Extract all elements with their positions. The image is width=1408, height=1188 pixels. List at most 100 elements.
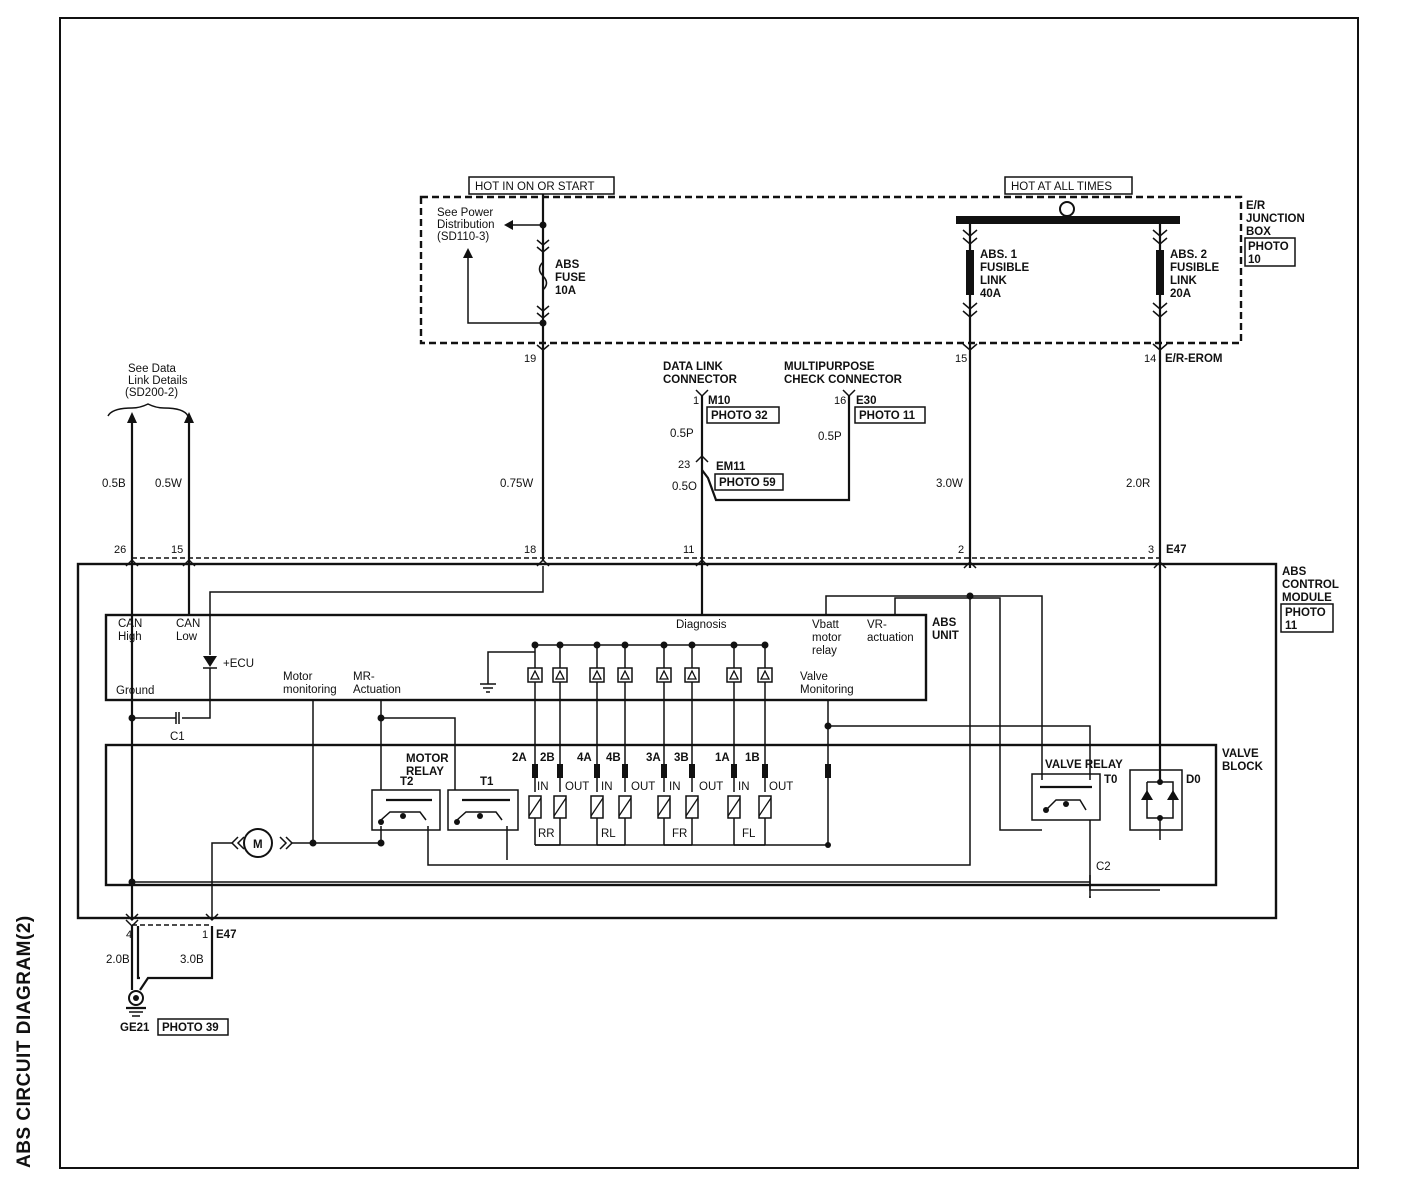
multipurpose-check-connector: MULTIPURPOSE CHECK CONNECTOR 16 E30 PHOT… [784,361,926,424]
svg-text:Diagnosis: Diagnosis [676,619,727,631]
valve-block-label: VALVE BLOCK [1222,748,1264,773]
svg-text:2B: 2B [540,752,555,764]
svg-text:IN: IN [669,781,681,793]
svg-text:BOX: BOX [1246,226,1271,238]
svg-text:+ECU: +ECU [223,658,254,670]
svg-text:2.0B: 2.0B [106,954,130,966]
page-frame [59,17,1359,1169]
svg-text:C1: C1 [170,731,185,743]
fusible-link-2: ABS. 2 FUSIBLE LINK 20A [1152,224,1220,780]
svg-text:FL: FL [742,828,756,840]
fusible-link-1: ABS. 1 FUSIBLE LINK 40A [962,224,1030,568]
svg-text:MULTIPURPOSE: MULTIPURPOSE [784,361,875,373]
ground-return-wires [128,875,1091,898]
wire-20r: 2.0R [1126,478,1150,490]
svg-text:FUSIBLE: FUSIBLE [1170,262,1220,274]
abs-unit-labels: CAN High CAN Low Ground +ECU Motor monit… [116,618,914,697]
svg-text:4: 4 [126,929,132,941]
svg-text:See Power: See Power [437,207,493,219]
wire-05p-2: 0.5P [818,431,842,443]
data-link-connector: DATA LINK CONNECTOR 1 M10 PHOTO 32 [663,361,780,424]
svg-text:1: 1 [202,929,208,941]
svg-text:RELAY: RELAY [406,766,444,778]
svg-text:1: 1 [693,395,699,407]
abs-control-module-outline [76,562,1278,920]
pin-19: 19 [524,353,536,365]
svg-text:(SD200-2): (SD200-2) [125,387,178,399]
svg-text:3.0B: 3.0B [180,954,204,966]
svg-text:18: 18 [524,544,536,556]
svg-text:11: 11 [683,544,694,556]
svg-text:OUT: OUT [699,781,723,793]
svg-text:VALVE: VALVE [1222,748,1259,760]
svg-text:20A: 20A [1170,288,1191,300]
wire-05b: 0.5B [102,478,126,490]
svg-text:26: 26 [114,544,126,556]
svg-text:PHOTO: PHOTO [1248,241,1289,253]
svg-text:BLOCK: BLOCK [1222,761,1264,773]
abs-control-module-label: ABS CONTROL MODULE PHOTO 11 [1280,566,1339,633]
svg-text:Monitoring: Monitoring [800,684,854,696]
svg-text:VR-: VR- [867,619,887,631]
svg-text:CHECK CONNECTOR: CHECK CONNECTOR [784,374,903,386]
svg-text:15: 15 [171,544,183,556]
wire-05w: 0.5W [155,478,182,490]
svg-text:4B: 4B [606,752,621,764]
svg-text:actuation: actuation [867,632,914,644]
svg-text:relay: relay [812,645,837,657]
svg-text:M: M [253,839,263,851]
hot-on-start-tag: HOT IN ON OR START [468,176,615,195]
svg-text:PHOTO 11: PHOTO 11 [859,410,916,422]
svg-text:RR: RR [538,828,555,840]
svg-text:T0: T0 [1104,774,1117,786]
valve-block-outline [104,743,1218,887]
svg-text:ABS: ABS [555,259,580,271]
svg-text:MR-: MR- [353,671,375,683]
valve-labels: 2A 2B 4A 4B 3A 3B 1A 1B IN OUT IN OUT IN… [512,752,793,840]
svg-text:motor: motor [812,632,842,644]
svg-text:CAN: CAN [118,618,142,630]
svg-text:GE21: GE21 [120,1022,150,1034]
svg-text:2A: 2A [512,752,527,764]
svg-text:DATA LINK: DATA LINK [663,361,724,373]
svg-text:D0: D0 [1186,774,1201,786]
svg-text:CONNECTOR: CONNECTOR [663,374,738,386]
hot-all-times-tag: HOT AT ALL TIMES [1004,176,1133,195]
ignition-feed-wire [463,194,550,560]
svg-text:PHOTO 59: PHOTO 59 [719,477,776,489]
svg-text:16: 16 [834,395,846,407]
wire-05o: 0.5O [672,481,697,493]
junction-box-outline [419,195,1243,345]
svg-text:Ground: Ground [116,685,154,697]
svg-text:MOTOR: MOTOR [406,753,449,765]
abs-unit-ground [480,651,535,693]
abs-fuse-label: ABS FUSE 10A [555,259,586,297]
svg-text:IN: IN [738,781,750,793]
svg-text:EM11: EM11 [716,461,746,473]
wire-075w: 0.75W [500,478,533,490]
svg-text:High: High [118,631,142,643]
svg-text:VALVE RELAY: VALVE RELAY [1045,759,1123,771]
wire-05p-1: 0.5P [670,428,694,440]
svg-text:3A: 3A [646,752,661,764]
svg-text:Vbatt: Vbatt [812,619,840,631]
svg-text:FUSIBLE: FUSIBLE [980,262,1030,274]
svg-text:See Data: See Data [128,363,177,375]
diode-pack: D0 [1129,769,1201,840]
svg-text:UNIT: UNIT [932,630,959,642]
svg-text:OUT: OUT [769,781,793,793]
er-erom-label: E/R-EROM [1165,353,1223,365]
svg-text:LINK: LINK [980,275,1008,287]
pump-motor: M [211,596,971,920]
pin-14: 14 [1144,353,1156,365]
svg-text:ABS. 2: ABS. 2 [1170,249,1207,261]
svg-text:OUT: OUT [565,781,589,793]
svg-text:IN: IN [537,781,549,793]
abs-unit-box [104,613,928,702]
svg-text:3B: 3B [674,752,689,764]
svg-text:FR: FR [672,828,687,840]
svg-text:Motor: Motor [283,671,313,683]
svg-text:ABS: ABS [1282,566,1307,578]
svg-text:Link Details: Link Details [128,375,188,387]
